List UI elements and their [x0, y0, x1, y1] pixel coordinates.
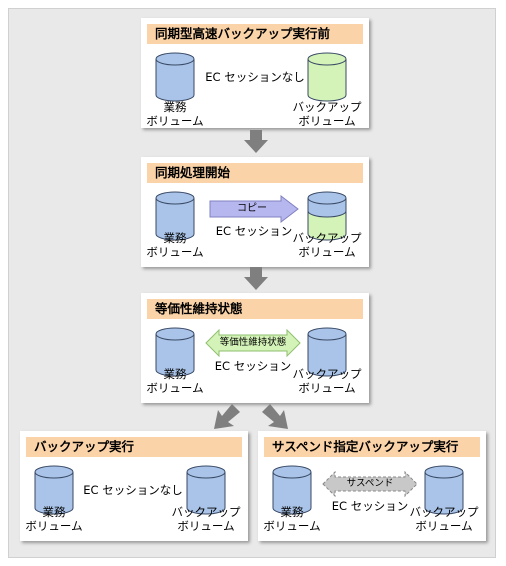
backup-volume-label-line2: ボリューム	[415, 519, 473, 533]
sync-double-arrow-icon	[205, 329, 301, 357]
business-volume-label-line2: ボリューム	[25, 519, 83, 533]
business-volume-label: 業務 ボリューム	[141, 367, 209, 395]
panel-suspend-backup-exec: サスペンド指定バックアップ実行 業務 ボリューム サスペンド EC セッション …	[258, 431, 486, 541]
backup-volume-label: バックアップ ボリューム	[164, 505, 248, 533]
business-volume-label: 業務 ボリューム	[141, 231, 209, 259]
business-volume-label-line1: 業務	[163, 367, 187, 381]
business-volume-label-line2: ボリューム	[146, 114, 204, 128]
panel-title: 同期処理開始	[147, 163, 363, 183]
backup-volume-label-line2: ボリューム	[298, 114, 356, 128]
backup-volume-label: バックアップ ボリューム	[402, 505, 486, 533]
business-volume-label: 業務 ボリューム	[20, 505, 88, 533]
business-volume-icon	[155, 327, 195, 377]
backup-volume-label-line1: バックアップ	[292, 231, 362, 245]
copy-arrow-label: コピー	[237, 203, 267, 214]
business-volume-icon	[34, 465, 74, 515]
flow-arrow-down-left-icon	[214, 404, 240, 429]
copy-arrow-icon	[209, 195, 299, 223]
session-text: EC セッションなし	[205, 70, 305, 84]
business-volume-icon	[155, 191, 195, 241]
backup-volume-label-line1: バックアップ	[292, 100, 362, 114]
panel-title: 等価性維持状態	[147, 299, 363, 319]
panel-title: 同期型高速バックアップ実行前	[147, 24, 363, 44]
backup-volume-label: バックアップ ボリューム	[285, 100, 369, 128]
panel-title: サスペンド指定バックアップ実行	[264, 437, 480, 457]
backup-volume-label-line1: バックアップ	[409, 505, 479, 519]
suspend-arrow-label: サスペンド	[346, 478, 394, 489]
sync-arrow-label: 等価性維持状態	[219, 337, 287, 348]
backup-volume-label-line1: バックアップ	[292, 367, 362, 381]
backup-volume-label-line1: バックアップ	[171, 505, 241, 519]
business-volume-icon	[155, 52, 195, 102]
panel-before-backup: 同期型高速バックアップ実行前 業務 ボリューム EC セッションなし バックアッ…	[141, 18, 369, 128]
backup-volume-icon	[307, 191, 347, 241]
backup-volume-icon	[307, 52, 347, 102]
backup-volume-label-line2: ボリューム	[298, 381, 356, 395]
business-volume-label-line2: ボリューム	[146, 245, 204, 259]
flow-arrow-down-right-icon	[262, 404, 288, 429]
flow-arrow-down-icon	[244, 130, 268, 153]
business-volume-label-line2: ボリューム	[263, 519, 321, 533]
business-volume-label-line2: ボリューム	[146, 381, 204, 395]
panel-backup-exec: バックアップ実行 業務 ボリューム EC セッションなし バックアップ ボリュー…	[20, 431, 248, 541]
backup-volume-label: バックアップ ボリューム	[285, 231, 369, 259]
suspend-double-arrow-icon	[322, 471, 418, 497]
session-text: EC セッション	[331, 499, 409, 513]
backup-volume-label-line2: ボリューム	[298, 245, 356, 259]
session-text: EC セッション	[215, 224, 293, 238]
business-volume-label-line1: 業務	[280, 505, 304, 519]
backup-volume-icon	[307, 327, 347, 377]
session-text: EC セッション	[214, 359, 292, 373]
backup-volume-label: バックアップ ボリューム	[285, 367, 369, 395]
business-volume-label-line1: 業務	[163, 100, 187, 114]
session-text: EC セッションなし	[83, 483, 183, 497]
panel-title: バックアップ実行	[26, 437, 242, 457]
panel-equivalency: 等価性維持状態 業務 ボリューム 等価性維持状態 EC セッション バックアップ…	[141, 293, 369, 403]
business-volume-label-line1: 業務	[42, 505, 66, 519]
backup-volume-icon	[186, 465, 226, 515]
backup-volume-icon	[424, 465, 464, 515]
business-volume-label: 業務 ボリューム	[258, 505, 326, 533]
panel-sync-start: 同期処理開始 業務 ボリューム コピー EC セッション バックアップ ボリュー…	[141, 157, 369, 267]
business-volume-label: 業務 ボリューム	[141, 100, 209, 128]
flow-arrow-down-icon	[244, 267, 268, 290]
business-volume-label-line1: 業務	[163, 231, 187, 245]
business-volume-icon	[272, 465, 312, 515]
backup-volume-label-line2: ボリューム	[177, 519, 235, 533]
